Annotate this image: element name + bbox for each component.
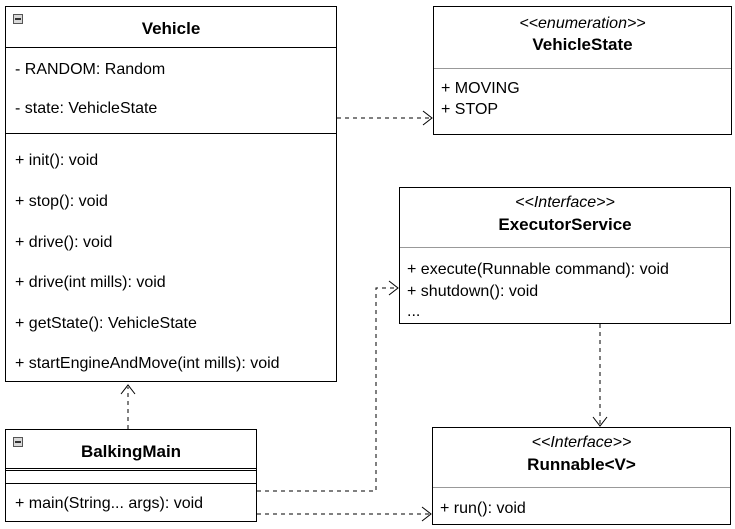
divider: [434, 68, 731, 69]
stereotype-label: <<Interface>>: [515, 194, 615, 211]
vehicle-method: + startEngineAndMove(int mills): void: [15, 355, 280, 372]
enum-literal: + MOVING: [441, 80, 520, 97]
interface-method: ...: [407, 303, 421, 320]
collapse-icon[interactable]: [13, 14, 23, 24]
stereotype-label: <<Interface>>: [531, 434, 632, 451]
arrowhead: [120, 384, 136, 395]
collapse-icon[interactable]: [13, 437, 23, 447]
vehicle-method: + drive(): void: [15, 234, 113, 251]
edge-balkingmain-to-executorservice: [257, 287, 396, 492]
divider: [6, 133, 336, 134]
divider: [6, 468, 256, 471]
vehicle-class-name: Vehicle: [141, 19, 201, 38]
vehicle-attribute: - state: VehicleState: [15, 100, 158, 117]
vehicle-method: + stop(): void: [15, 193, 108, 210]
divider: [6, 483, 256, 484]
vehicle-method: + init(): void: [15, 152, 99, 169]
vehicle-method: + drive(int mills): void: [15, 274, 166, 291]
interface-method: + execute(Runnable command): void: [407, 261, 669, 278]
arrowhead: [421, 506, 432, 522]
vehicle-class[interactable]: Vehicle - RANDOM: Random - state: Vehicl…: [5, 6, 337, 382]
balkingmain-name: BalkingMain: [80, 442, 182, 461]
arrowhead: [592, 416, 608, 427]
divider: [433, 487, 730, 488]
vehicle-attribute: - RANDOM: Random: [15, 61, 166, 78]
vehiclestate-name: VehicleState: [532, 35, 633, 54]
balkingmain-class[interactable]: BalkingMain + main(String... args): void: [5, 429, 257, 522]
interface-method: + shutdown(): void: [407, 283, 539, 300]
executorservice-interface[interactable]: <<Interface>> ExecutorService + execute(…: [399, 187, 731, 324]
vehiclestate-enum[interactable]: <<enumeration>> VehicleState + MOVING + …: [433, 6, 732, 135]
vehicle-method: + getState(): VehicleState: [15, 315, 197, 332]
runnable-name: Runnable<V>: [527, 455, 636, 474]
executorservice-name: ExecutorService: [498, 215, 632, 234]
divider: [6, 47, 336, 48]
enum-literal: + STOP: [441, 101, 499, 118]
arrowhead: [422, 110, 433, 126]
divider: [400, 247, 730, 248]
interface-method: + run(): void: [440, 500, 526, 517]
balkingmain-method: + main(String... args): void: [15, 495, 204, 512]
stereotype-label: <<enumeration>>: [519, 15, 646, 32]
runnable-interface[interactable]: <<Interface>> Runnable<V> + run(): void: [432, 427, 731, 525]
arrowhead: [388, 280, 399, 296]
